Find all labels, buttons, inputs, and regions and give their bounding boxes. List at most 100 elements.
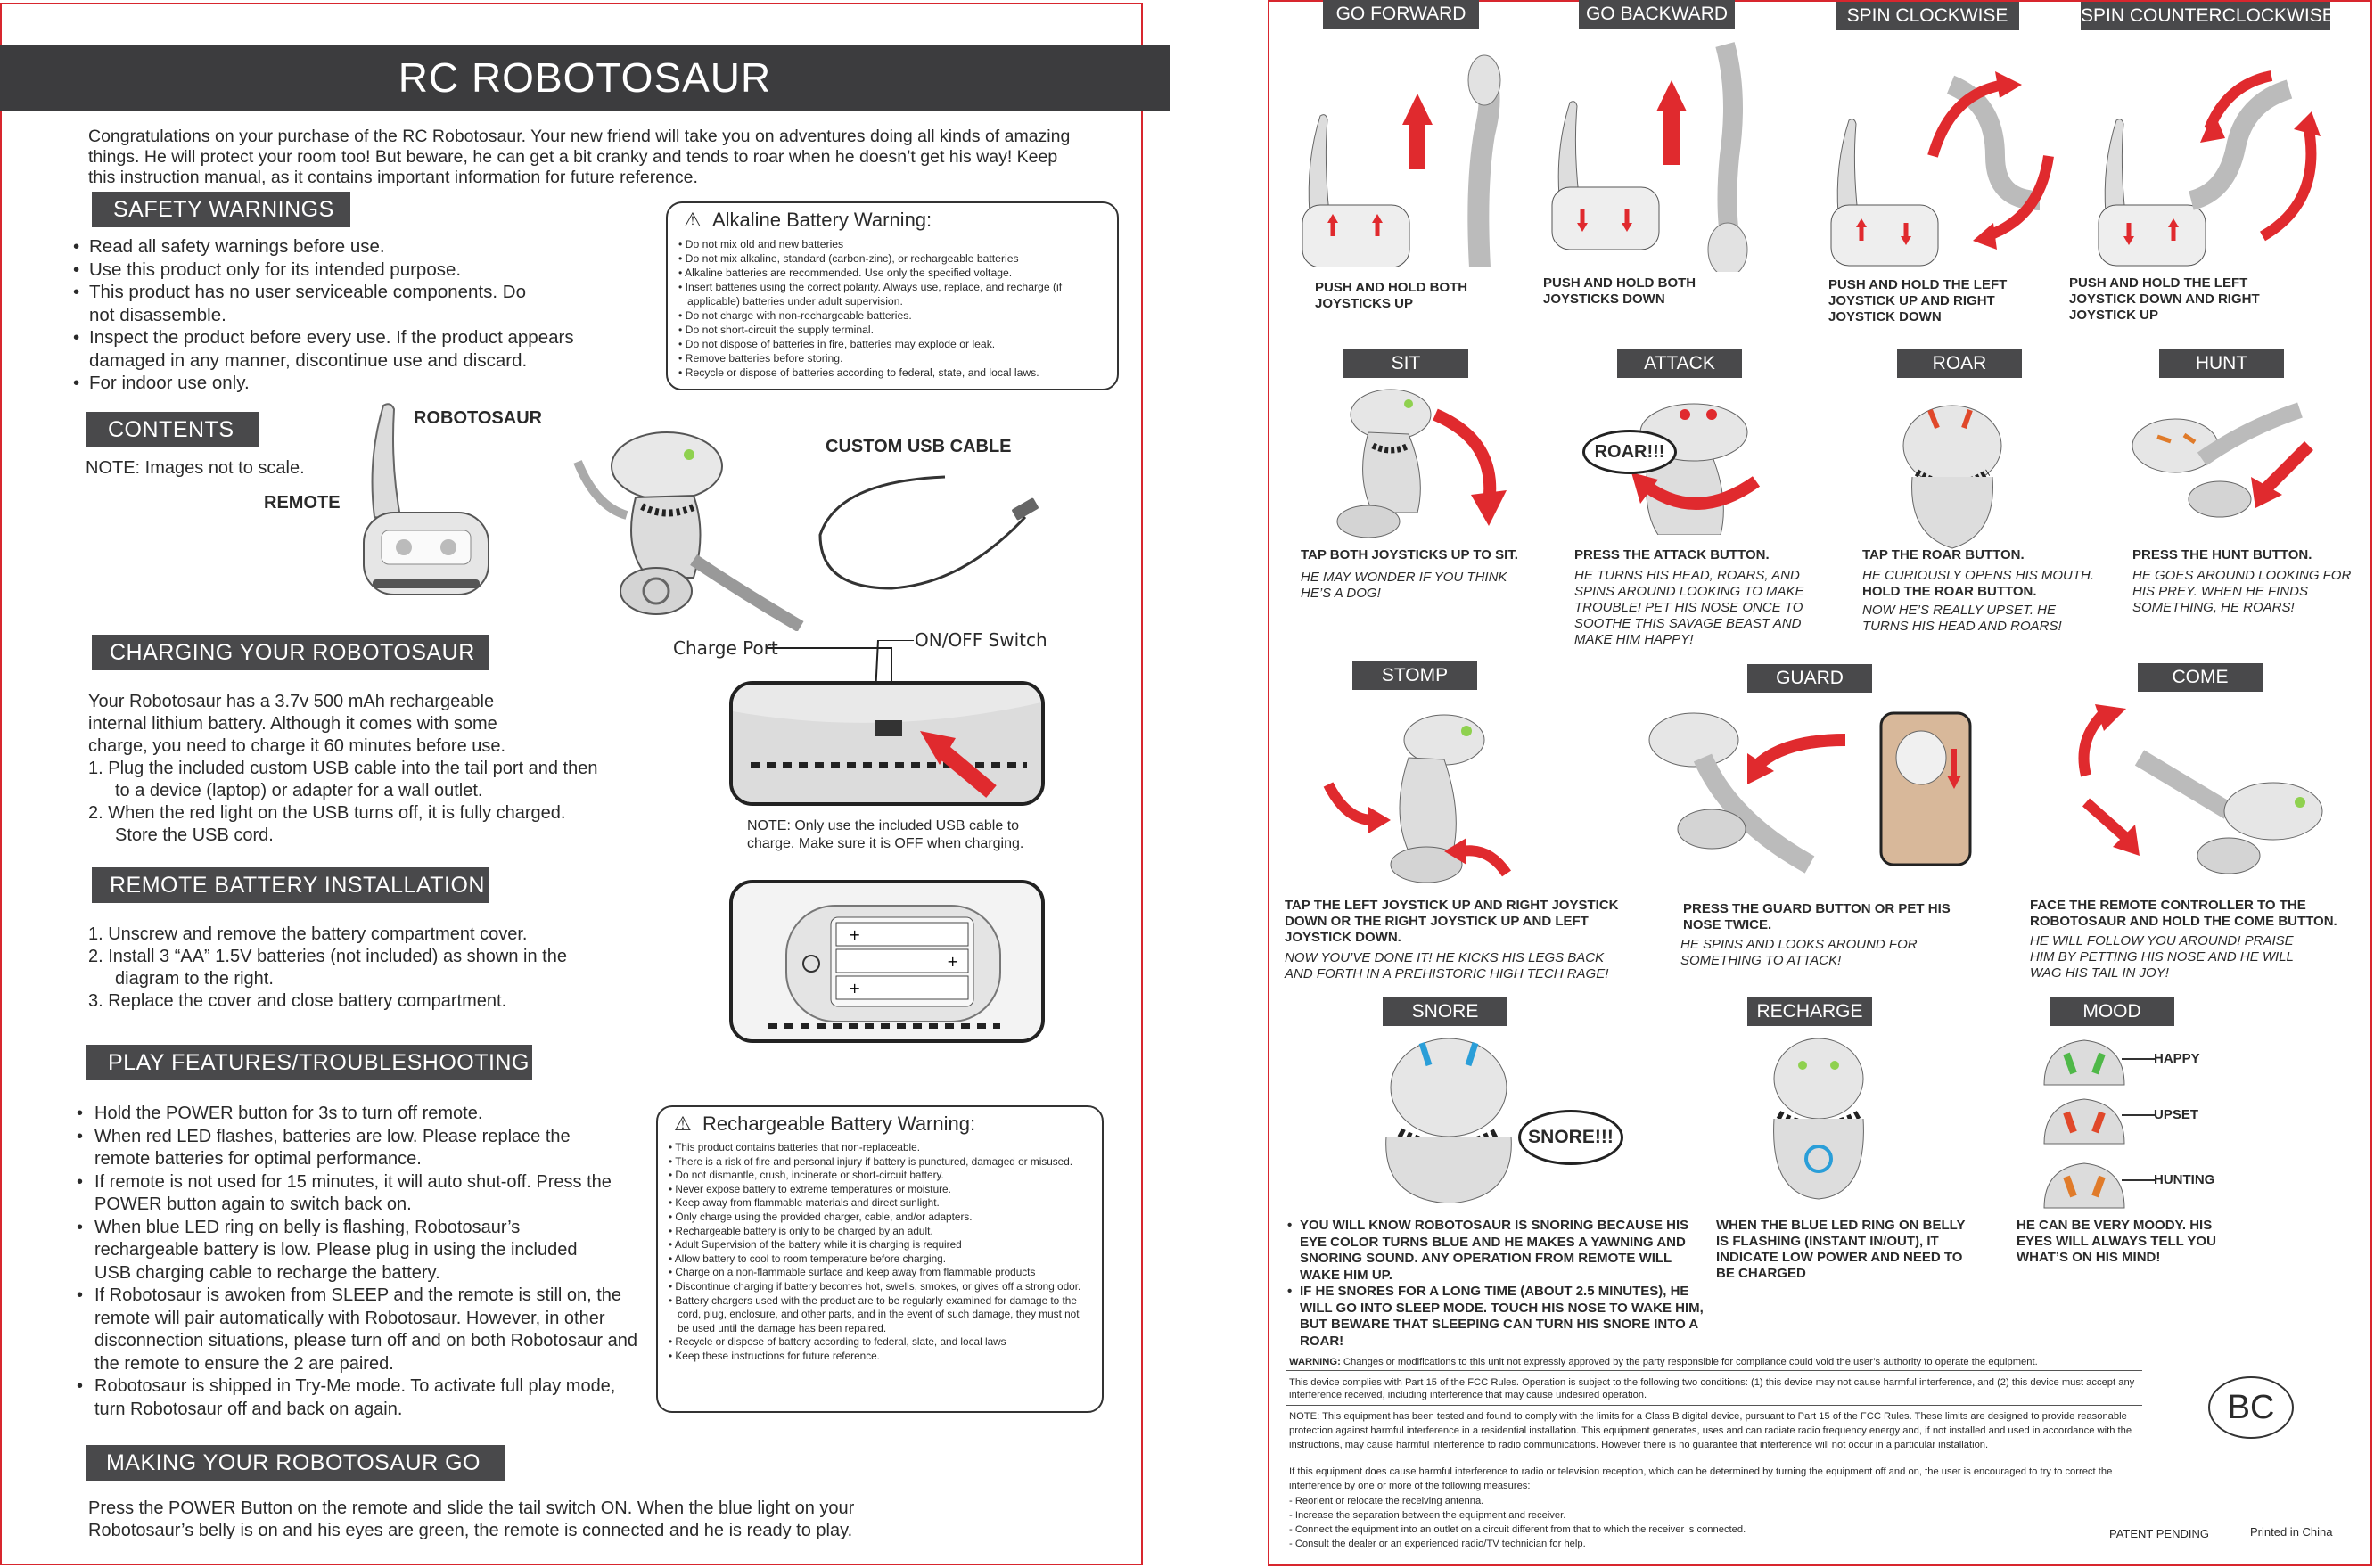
fcc-p2: NOTE: This equipment has been tested and… <box>1289 1411 2132 1450</box>
warning-triangle-icon: ⚠ <box>674 1112 692 1135</box>
remote-battery-steps: 1. Unscrew and remove the battery compar… <box>88 924 587 1013</box>
guard-image <box>1648 711 1972 874</box>
rechargeable-item: There is a risk of fire and personal inj… <box>669 1155 1093 1170</box>
robotosaur-image <box>573 431 804 631</box>
label-remote: REMOTE <box>264 493 341 513</box>
action-caption: PRESS THE HUNT BUTTON. <box>2132 547 2312 562</box>
alkaline-item: Do not charge with non-rechargeable batt… <box>678 308 1108 323</box>
mood-upset-image <box>2043 1098 2125 1145</box>
action2-label: COME <box>2138 663 2263 692</box>
mood-hunting-image <box>2043 1162 2125 1209</box>
spin-clockwise-image <box>1830 71 2054 267</box>
go-heading: MAKING YOUR ROBOTOSAUR GO <box>86 1445 505 1481</box>
fcc-measure: - Connect the equipment into an outlet o… <box>1289 1524 1746 1535</box>
action-note: HE GOES AROUND LOOKING FOR HIS PREY. WHE… <box>2132 568 2352 615</box>
charge-port-photo <box>729 681 1045 806</box>
alkaline-title: Alkaline Battery Warning: <box>711 209 932 231</box>
play-item: If remote is not used for 15 minutes, it… <box>73 1171 644 1217</box>
play-item: If Robotosaur is awoken from SLEEP and t… <box>73 1285 656 1375</box>
play-item: When blue LED ring on belly is flashing,… <box>73 1217 612 1285</box>
rechargeable-item: Never expose battery to extreme temperat… <box>669 1183 1093 1197</box>
spin-counterclockwise-image <box>2098 70 2321 267</box>
battery-step: 3. Replace the cover and close battery c… <box>88 991 507 1011</box>
rechargeable-item: Recycle or dispose of battery according … <box>669 1335 1093 1350</box>
rechargeable-item: Adult Supervision of the battery while i… <box>669 1238 1093 1252</box>
alkaline-item: Do not mix old and new batteries <box>678 237 1108 251</box>
play-heading: PLAY FEATURES/TROUBLESHOOTING <box>86 1045 532 1080</box>
recharge-label: RECHARGE <box>1747 997 1872 1026</box>
alkaline-list: Do not mix old and new batteries Do not … <box>668 237 1117 380</box>
action-caption: TAP THE ROAR BUTTON. <box>1862 547 2025 562</box>
alkaline-item: Do not dispose of batteries in fire, bat… <box>678 337 1108 351</box>
bc-logo-text: BC <box>2227 1389 2275 1426</box>
move-label: GO FORWARD <box>1323 0 1479 29</box>
safety-item: Inspect the product before every use. If… <box>70 326 624 372</box>
svg-text:+: + <box>849 926 860 943</box>
charging-text: Your Robotosaur has a 3.7v 500 mAh recha… <box>88 692 506 756</box>
move-caption: PUSH AND HOLD BOTH JOYSTICKS UP <box>1315 280 1468 311</box>
charging-steps: 1. Plug the included custom USB cable in… <box>88 758 605 847</box>
safety-item: Use this product only for its intended p… <box>70 259 604 282</box>
mood-lines <box>2122 1058 2156 1181</box>
battery-step: 2. Install 3 “AA” 1.5V batteries (not in… <box>88 947 567 989</box>
safety-heading: SAFETY WARNINGS <box>92 192 350 227</box>
battery-step: 1. Unscrew and remove the battery compar… <box>88 924 528 944</box>
fcc-warning: WARNING: Changes or modifications to thi… <box>1289 1356 2145 1368</box>
right-page <box>1268 0 2372 1566</box>
move-caption: PUSH AND HOLD THE LEFT JOYSTICK DOWN AND… <box>2069 275 2260 323</box>
play-item: Hold the POWER button for 3s to turn off… <box>73 1103 644 1126</box>
rechargeable-title: Rechargeable Battery Warning: <box>702 1112 976 1135</box>
fcc-warning-text: Changes or modifications to this unit no… <box>1343 1357 2038 1367</box>
rechargeable-list: This product contains batteries that non… <box>658 1141 1102 1364</box>
rechargeable-item: Discontinue charging if battery becomes … <box>669 1280 1093 1294</box>
play-item: Robotosaur is shipped in Try-Me mode. To… <box>73 1375 629 1421</box>
action2-caption: PRESS THE GUARD BUTTON OR PET HIS NOSE T… <box>1683 901 1951 932</box>
charging-heading: CHARGING YOUR ROBOTOSAUR <box>92 635 489 670</box>
onoff-switch-label: ON/OFF Switch <box>915 629 1047 651</box>
alkaline-item: Insert batteries using the correct polar… <box>678 280 1108 308</box>
rechargeable-item: Keep these instructions for future refer… <box>669 1350 1093 1364</box>
fcc-p3: If this equipment does cause harmful int… <box>1289 1466 2113 1491</box>
roar-bubble-text: ROAR!!! <box>1594 442 1665 462</box>
fcc-measure: - Increase the separation between the eq… <box>1289 1510 1566 1521</box>
alkaline-item: Remove batteries before storing. <box>678 351 1108 365</box>
bc-logo: BC <box>2208 1376 2294 1439</box>
alkaline-warning-box: ⚠ Alkaline Battery Warning: Do not mix o… <box>666 201 1119 390</box>
mood-state: UPSET <box>2154 1107 2199 1122</box>
action-caption: HOLD THE ROAR BUTTON. <box>1862 584 2037 599</box>
action2-note: HE SPINS AND LOOKS AROUND FOR SOMETHING … <box>1680 937 1918 968</box>
mood-state: HUNTING <box>2154 1172 2215 1187</box>
charging-step: 1. Plug the included custom USB cable in… <box>88 759 598 800</box>
move-label: GO BACKWARD <box>1579 0 1735 29</box>
stomp-image <box>1323 714 1511 883</box>
svg-text:+: + <box>947 953 958 970</box>
action-note: NOW HE’S REALLY UPSET. HE TURNS HIS HEAD… <box>1862 603 2062 634</box>
go-text: Press the POWER Button on the remote and… <box>88 1498 855 1540</box>
snore-bubble-text: SNORE!!! <box>1528 1127 1614 1147</box>
play-list: Hold the POWER button for 3s to turn off… <box>73 1103 644 1421</box>
action2-label: STOMP <box>1352 661 1477 690</box>
charging-note: NOTE: Only use the included USB cable to… <box>747 818 1024 851</box>
fcc-measure: - Reorient or relocate the receiving ant… <box>1289 1496 1484 1506</box>
label-usb-cable: CUSTOM USB CABLE <box>826 437 1012 456</box>
snore-item: IF HE SNORES FOR A LONG TIME (ABOUT 2.5 … <box>1284 1284 1707 1350</box>
warning-triangle-icon: ⚠ <box>684 209 702 231</box>
contents-heading: CONTENTS <box>86 412 259 447</box>
mood-caption: HE CAN BE VERY MOODY. HIS EYES WILL ALWA… <box>2017 1218 2216 1265</box>
roar-bubble: ROAR!!! <box>1582 430 1677 474</box>
printed-in: Printed in China <box>2250 1525 2333 1539</box>
intro-text: Congratulations on your purchase of the … <box>88 127 1071 187</box>
fcc-measures: - Reorient or relocate the receiving ant… <box>1289 1494 2091 1551</box>
recharge-image <box>1773 1038 1864 1200</box>
label-robotosaur: ROBOTOSAUR <box>414 408 543 428</box>
rechargeable-warning-box: ⚠ Rechargeable Battery Warning: This pro… <box>656 1105 1104 1413</box>
move-caption: PUSH AND HOLD BOTH JOYSTICKS DOWN <box>1543 275 1696 307</box>
usb-cable-image <box>818 475 1039 590</box>
mood-happy-image <box>2043 1039 2125 1086</box>
alkaline-item: Recycle or dispose of batteries accordin… <box>678 365 1108 380</box>
action-note: HE MAY WONDER IF YOU THINK HE’S A DOG! <box>1301 570 1507 601</box>
go-forward-image <box>1302 54 1501 267</box>
safety-list: Read all safety warnings before use. Use… <box>70 235 604 395</box>
move-label: SPIN COUNTERCLOCKWISE <box>2081 2 2335 30</box>
fcc-warning-label: WARNING: <box>1289 1357 1341 1367</box>
